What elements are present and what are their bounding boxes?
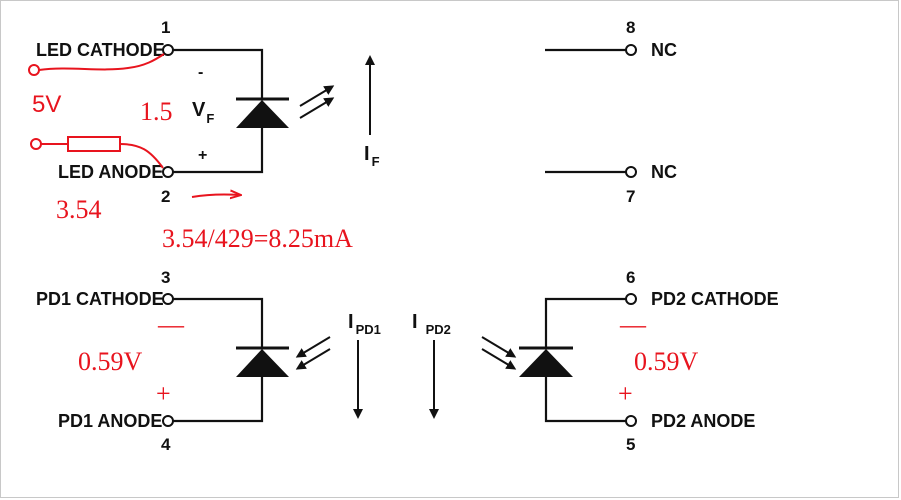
- pin-7-terminal[interactable]: [625, 166, 637, 178]
- vf-label: VF: [192, 99, 214, 126]
- nc-pins: 8 NC 7 NC: [545, 18, 677, 206]
- supply-voltage-note: 5V: [32, 91, 61, 118]
- pin-8-label: NC: [651, 40, 677, 60]
- pd2-anode-wire: [544, 377, 626, 423]
- current-calc-note: 3.54/429=8.25mA: [162, 224, 353, 253]
- pin-1-label: LED CATHODE: [36, 40, 165, 60]
- anode-voltage-note: 3.54: [56, 195, 102, 224]
- pin-3-terminal[interactable]: [162, 293, 174, 305]
- pin-3-number: 3: [161, 268, 170, 287]
- pd2-diode-symbol: [519, 349, 573, 377]
- led-diode-symbol: [236, 100, 289, 128]
- led-minus-sign: -: [198, 64, 203, 81]
- pin-2-number: 2: [161, 187, 170, 206]
- pd2-minus-note: —: [619, 310, 647, 339]
- pin-5-number: 5: [626, 435, 635, 454]
- led-emission-arrow-2: [299, 97, 335, 119]
- pin-8-terminal[interactable]: [625, 44, 637, 56]
- led-cathode-wire: [173, 48, 264, 98]
- led-anode-wire: [173, 128, 264, 174]
- pin-4-number: 4: [161, 435, 171, 454]
- pin-1-number: 1: [161, 18, 170, 37]
- pd1-minus-note: —: [157, 310, 185, 339]
- pd1-diode-symbol: [236, 349, 289, 377]
- pd2-light-arrow-2: [481, 348, 517, 370]
- vf-value-note: 1.5: [140, 97, 173, 126]
- pd2-cathode-wire: [544, 297, 626, 348]
- led-emission-arrow-1: [299, 85, 335, 107]
- pd2-light-arrow-1: [481, 336, 517, 358]
- pin-4-label: PD1 ANODE: [58, 411, 162, 431]
- resistor-wire-mark: [119, 143, 164, 169]
- led-plus-sign: +: [198, 147, 207, 164]
- pin-2-label: LED ANODE: [58, 162, 163, 182]
- pin-6-number: 6: [626, 268, 635, 287]
- pd2-voltage-note: 0.59V: [634, 347, 699, 376]
- pd1-light-arrow-2: [295, 348, 331, 370]
- pd1-voltage-note: 0.59V: [78, 347, 143, 376]
- pd1-anode-wire: [173, 377, 264, 423]
- pin-7-label: NC: [651, 162, 677, 182]
- ground-terminal-mark: [30, 138, 42, 150]
- current-direction-mark: [191, 194, 240, 197]
- pin-6-terminal[interactable]: [625, 293, 637, 305]
- pd1-cathode-wire: [173, 297, 264, 348]
- resistor-mark: [67, 136, 121, 152]
- pin-5-label: PD2 ANODE: [651, 411, 755, 431]
- supply-wire-mark: [38, 53, 165, 71]
- red-annotations: 5V 1.5 3.54 3.54/429=8.25mA — 0.59V + — …: [28, 53, 699, 408]
- pin-4-terminal[interactable]: [162, 415, 174, 427]
- pin-7-number: 7: [626, 187, 635, 206]
- pin-6-label: PD2 CATHODE: [651, 289, 779, 309]
- pin-8-number: 8: [626, 18, 635, 37]
- pin-3-label: PD1 CATHODE: [36, 289, 164, 309]
- pin-5-terminal[interactable]: [625, 415, 637, 427]
- supply-terminal-mark: [28, 64, 40, 76]
- pd1-light-arrow-1: [295, 336, 331, 358]
- pin-2-terminal[interactable]: [162, 166, 174, 178]
- pd1-plus-note: +: [156, 379, 171, 408]
- pd2-plus-note: +: [618, 379, 633, 408]
